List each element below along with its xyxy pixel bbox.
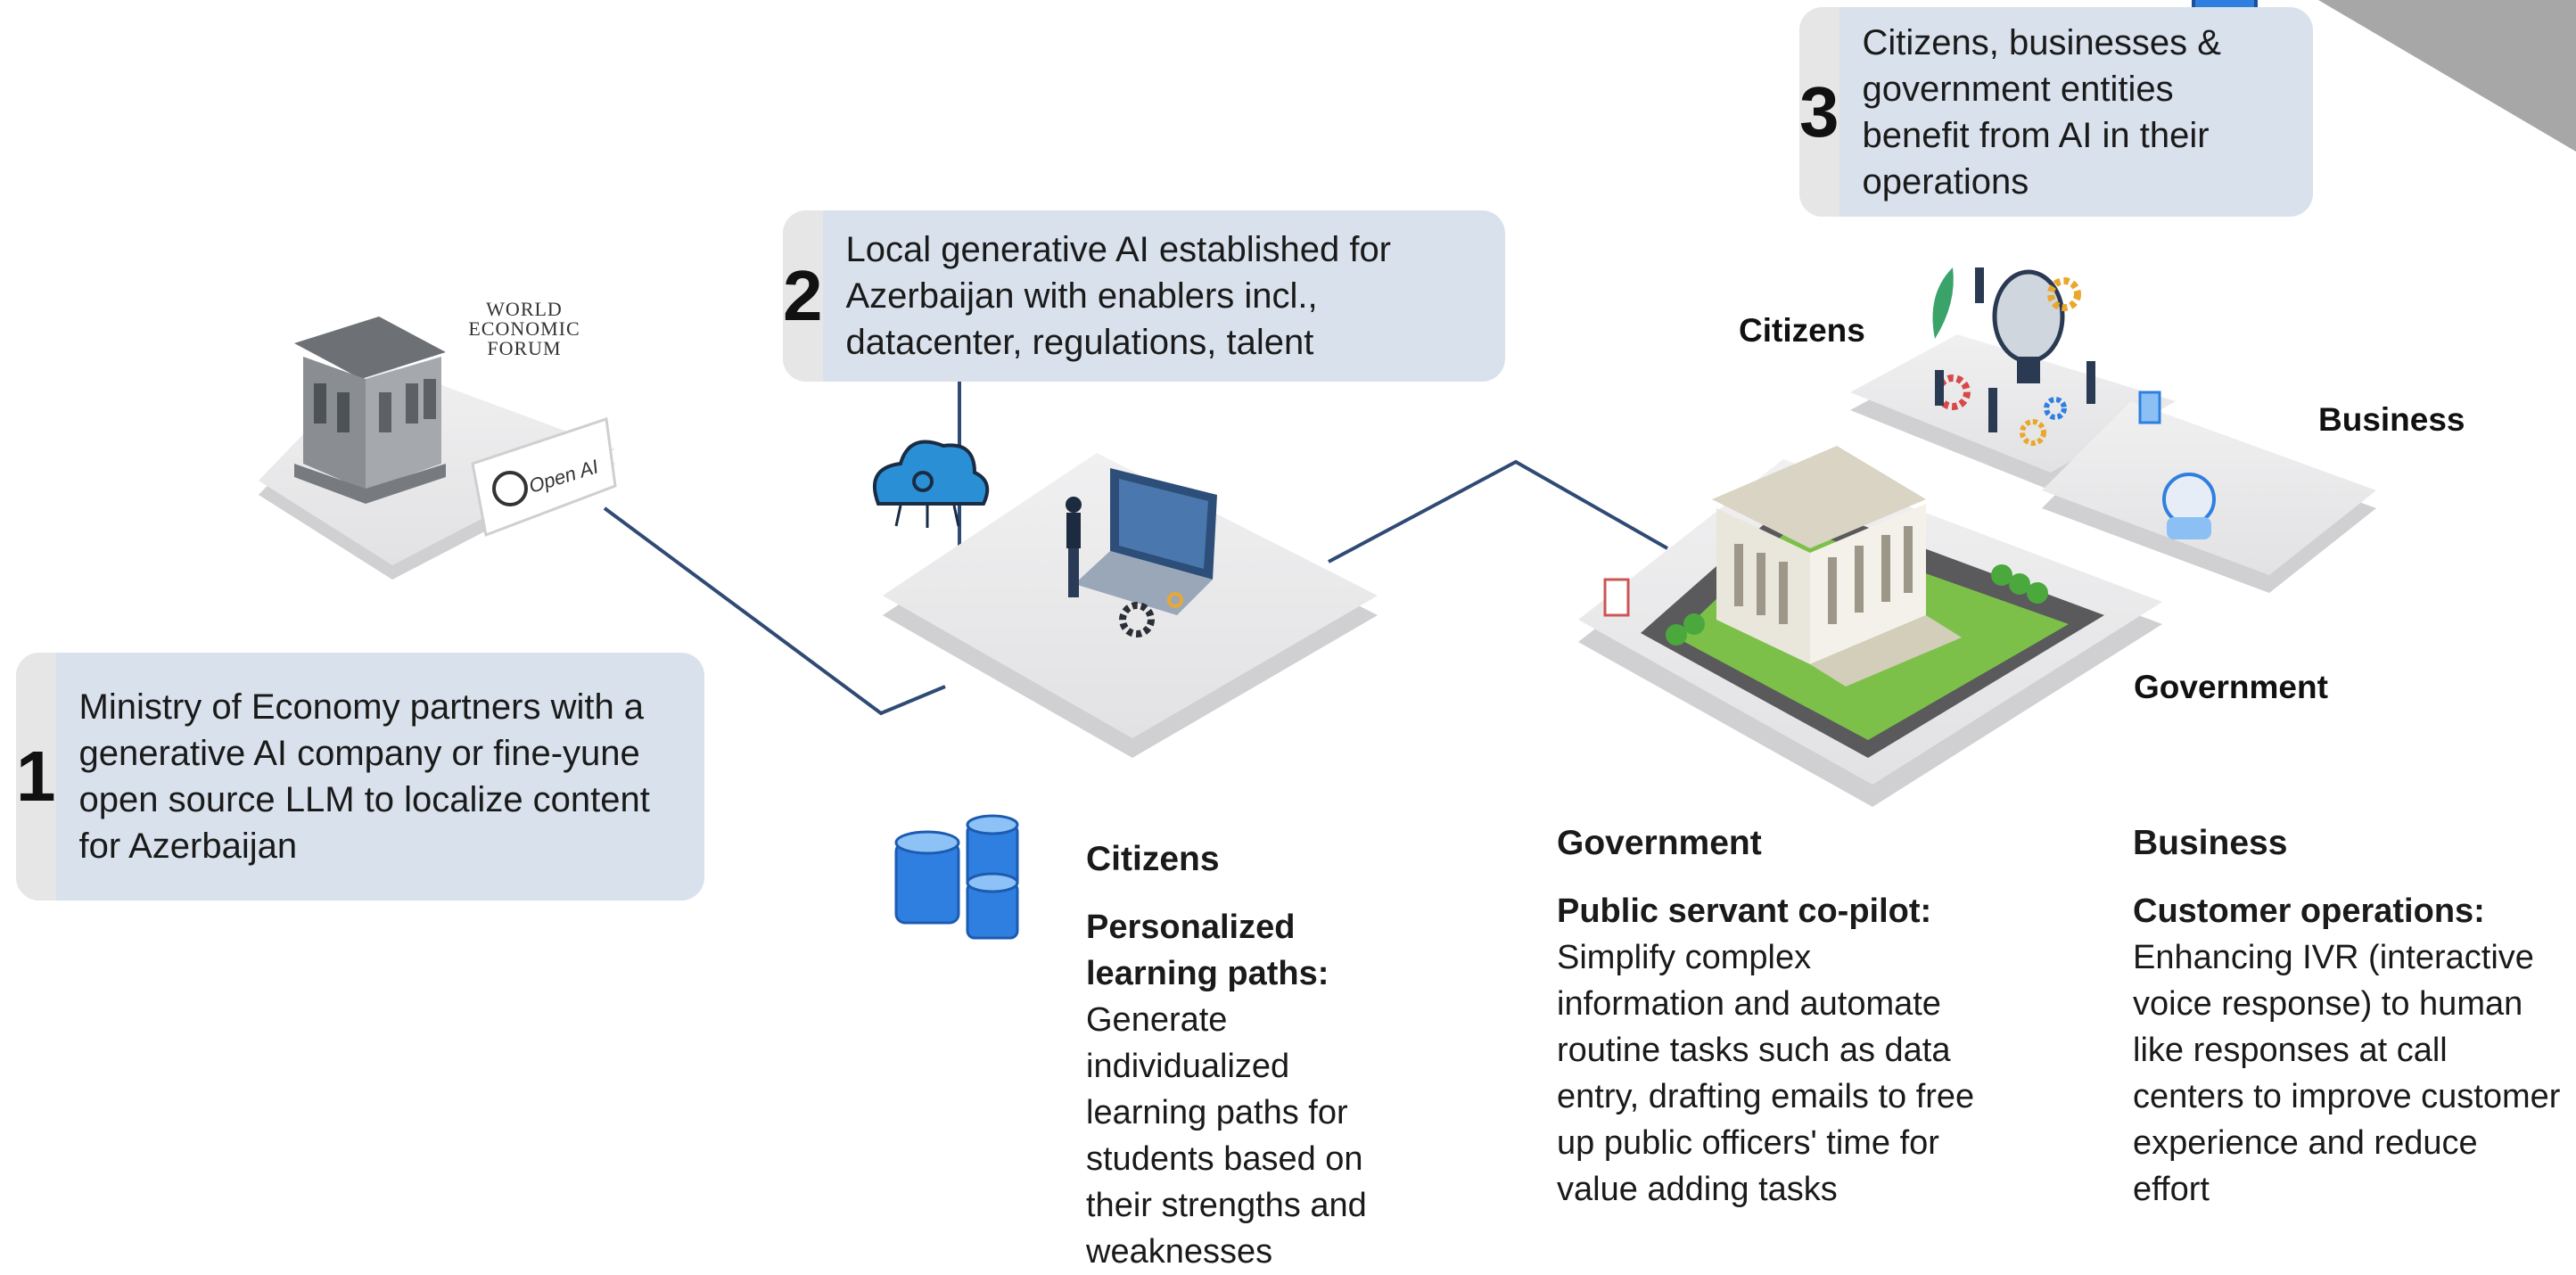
step-3-number: 3 [1799,7,1839,217]
step-3-box: 3 Citizens, businesses & government enti… [1799,7,2313,217]
gear-icon [1119,592,1183,638]
wef-logo-line-2: ECONOMIC [468,317,580,340]
step-1-text: Ministry of Economy partners with a gene… [78,687,650,866]
label-business: Business [2318,401,2465,438]
use-case-business-lead: Customer operations: [2133,892,2485,930]
use-case-citizens-body: Generate individualized learning paths f… [1086,1001,1367,1271]
use-case-business: Business Customer operations: Enhancing … [2133,820,2561,1213]
database-icon [894,814,1019,940]
government-building-icon [294,317,446,504]
use-case-citizens-title: Citizens [1086,840,1220,878]
ai-robot-head-icon [1932,267,2081,446]
use-case-business-body: Enhancing IVR (interactive voice respons… [2133,939,2561,1208]
use-case-government: Government Public servant co-pilot: Simp… [1557,820,1976,1213]
use-case-government-lead: Public servant co-pilot: [1557,892,1932,930]
openai-card: Open AI [471,417,617,538]
people-icons [1935,267,2095,432]
kiosk-icon [1603,578,1630,617]
step-2-number: 2 [783,210,823,382]
step-2-text: Local generative AI established for Azer… [845,230,1392,362]
use-case-citizens: Citizens Personalized learning paths: Ge… [1086,836,1407,1275]
step-2-box: 2 Local generative AI established for Az… [783,210,1505,382]
use-case-government-body: Simplify complex information and automat… [1557,939,1975,1208]
cloud-circuit-icon [873,440,990,528]
wef-logo-line-1: WORLD [486,298,563,320]
laptop-user-icon [1066,468,1217,615]
capitol-building-icon [1712,446,1962,687]
step-3-text: Citizens, businesses & government entiti… [1862,22,2221,202]
government-tile-trees [1666,564,2048,646]
step-1-box: 1 Ministry of Economy partners with a ge… [16,653,704,901]
wef-logo: WORLD ECONOMIC FORUM [444,300,605,358]
corner-decoration [2318,0,2576,152]
label-citizens: Citizens [1739,312,1865,349]
step-1-number: 1 [16,653,56,901]
use-case-citizens-lead: Personalized learning paths: [1086,909,1329,992]
wef-logo-line-3: FORUM [487,337,562,359]
use-case-government-title: Government [1557,824,1762,862]
use-case-business-title: Business [2133,824,2288,862]
label-government: Government [2134,669,2328,705]
